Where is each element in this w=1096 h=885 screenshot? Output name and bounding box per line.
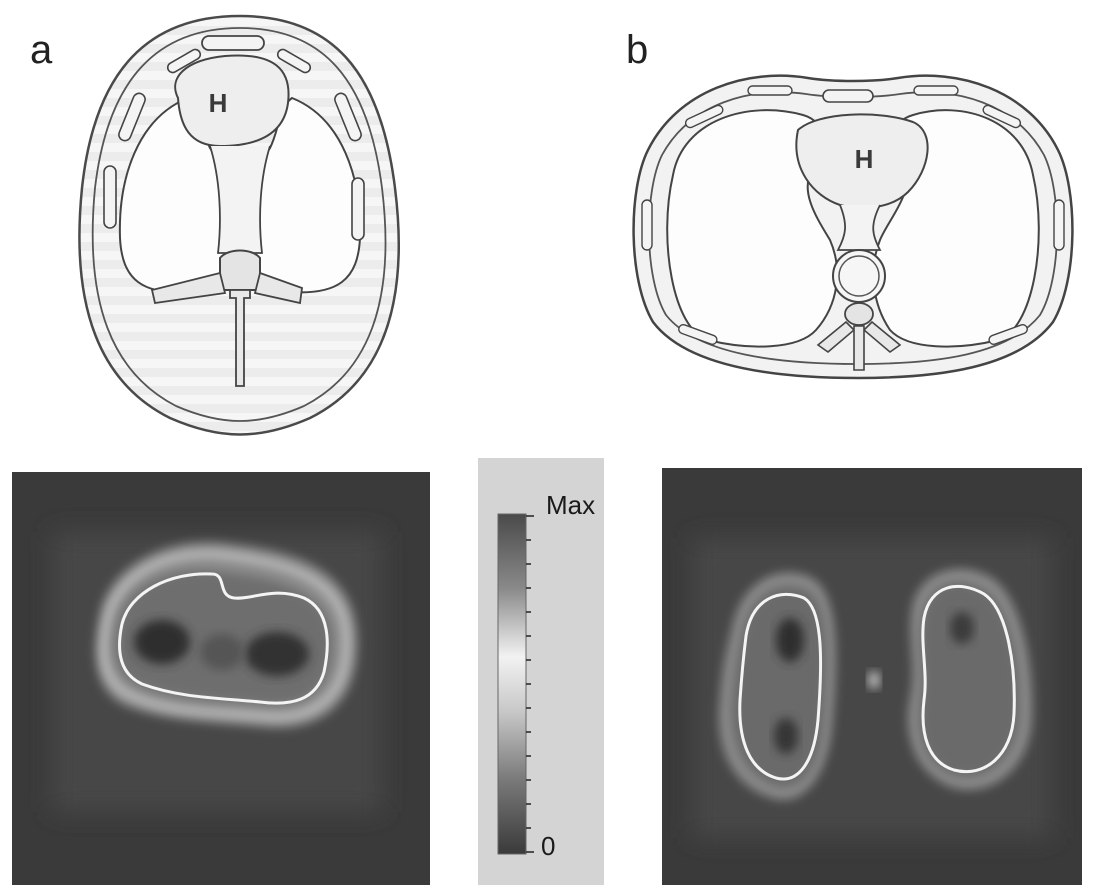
- vertebra-a: [220, 251, 260, 291]
- sternum: [202, 36, 264, 50]
- colorbar: [478, 458, 604, 885]
- sternum: [823, 90, 873, 102]
- mediastinum: [210, 146, 270, 253]
- mediastinum: [838, 205, 880, 250]
- eit-image-a: [12, 472, 430, 885]
- thorax-drawing-b: H: [618, 60, 1088, 390]
- panel-label-a: a: [30, 30, 52, 70]
- aorta: [833, 250, 885, 302]
- colorbar-max-label: Max: [546, 492, 595, 518]
- eit-image-b: [662, 468, 1082, 885]
- heart-label-b: H: [855, 144, 874, 174]
- thorax-drawing-a: H: [60, 8, 420, 440]
- heart-outline: [175, 55, 288, 146]
- vertebra-b: [845, 303, 873, 325]
- heart-label-a: H: [209, 88, 228, 118]
- colorbar-min-label: 0: [541, 833, 555, 859]
